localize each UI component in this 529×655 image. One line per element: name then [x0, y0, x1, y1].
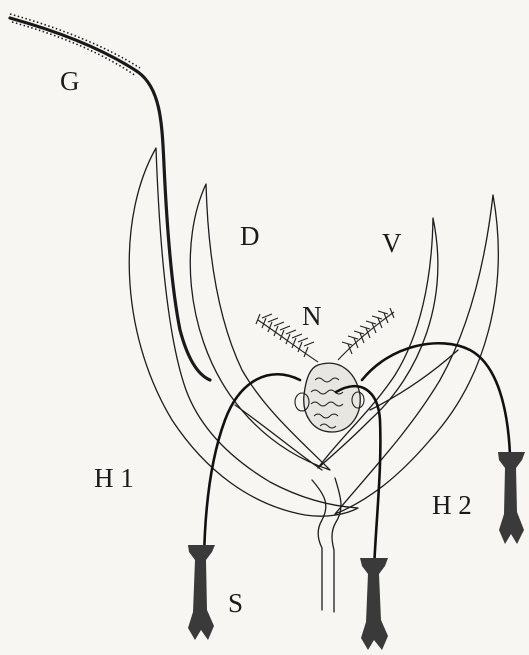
- label-h2: H 2: [432, 490, 472, 520]
- filament-right: [362, 343, 510, 455]
- label-n: N: [302, 301, 322, 331]
- bract-h2-outline: [335, 195, 498, 514]
- anther-left: [188, 545, 215, 640]
- label-h1: H 1: [94, 463, 134, 493]
- label-s: S: [228, 588, 243, 618]
- filament-left: [204, 374, 300, 560]
- anther-right: [498, 452, 525, 544]
- anther-middle: [360, 558, 388, 650]
- label-d: D: [240, 221, 260, 251]
- awn-g: [10, 18, 210, 380]
- label-g: G: [60, 66, 80, 96]
- label-v: V: [382, 228, 402, 258]
- stigma-feathers: [256, 308, 394, 362]
- stalk: [312, 478, 341, 612]
